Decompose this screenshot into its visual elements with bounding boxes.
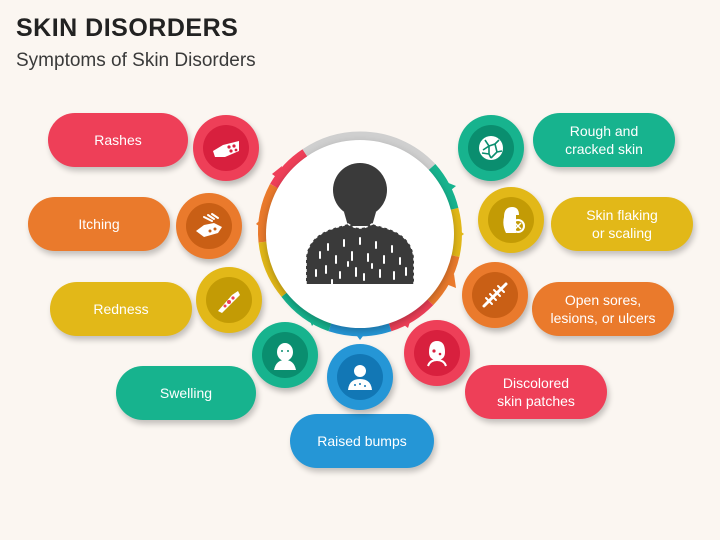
ring-pointer-teal-right bbox=[446, 182, 456, 194]
rash-hand-icon bbox=[213, 141, 239, 157]
ring-segment-gray-left bbox=[302, 131, 361, 157]
symptom-icon-circle-itching bbox=[176, 193, 242, 259]
swollen-face-icon bbox=[274, 343, 296, 370]
symptom-pill-rough-cracked-skin: Rough and cracked skin bbox=[533, 113, 675, 167]
symptom-pill-swelling: Swelling bbox=[116, 366, 256, 420]
ring-segment-yellow-left bbox=[258, 241, 289, 297]
patchy-face-icon bbox=[427, 341, 447, 367]
ring-pointer-red bbox=[272, 166, 282, 180]
symptom-pill-open-sores: Open sores, lesions, or ulcers bbox=[532, 282, 674, 336]
ring-segment-blue bbox=[328, 322, 392, 337]
ring-segment-orange bbox=[426, 254, 460, 306]
ring-pointer-teal bbox=[308, 316, 320, 326]
page-title: SKIN DISORDERS bbox=[16, 14, 239, 42]
ring-pointer-orange-right bbox=[446, 274, 456, 288]
bumps-person-icon bbox=[348, 365, 372, 390]
ring-pointer-red-right bbox=[400, 316, 412, 328]
symptom-pill-discolored-skin-patches: Discolored skin patches bbox=[465, 365, 607, 419]
symptom-icon-circle-open-sores bbox=[462, 262, 528, 328]
cracked-skin-icon bbox=[479, 136, 503, 160]
symptom-icon-circle-swelling bbox=[252, 322, 318, 388]
scratching-hand-icon bbox=[196, 213, 222, 237]
symptom-icon-circle-skin-flaking bbox=[478, 187, 544, 253]
symptom-icon-circle-rough-cracked-skin bbox=[458, 115, 524, 181]
ring-pointer-blue bbox=[354, 332, 366, 340]
red-skin-arm-icon bbox=[218, 291, 240, 313]
ring-pointer-orange bbox=[256, 216, 265, 230]
symptom-pill-redness: Redness bbox=[50, 282, 192, 336]
symptom-pill-rashes: Rashes bbox=[48, 113, 188, 167]
symptom-icon-circle-rashes bbox=[193, 115, 259, 181]
symptom-icon-circle-discolored-skin-patches bbox=[404, 320, 470, 386]
stitched-wound-icon bbox=[482, 282, 508, 308]
symptom-pill-skin-flaking: Skin flaking or scaling bbox=[551, 197, 693, 251]
symptom-icon-circle-redness bbox=[196, 267, 262, 333]
page-subtitle: Symptoms of Skin Disorders bbox=[16, 50, 256, 71]
ring-segment-gray bbox=[359, 131, 436, 171]
ring-segment-orange-left bbox=[258, 183, 279, 243]
ring-segment-teal bbox=[428, 164, 459, 211]
ring-segment-red-left bbox=[270, 149, 308, 189]
symptom-pill-itching: Itching bbox=[28, 197, 170, 251]
flaking-skin-icon bbox=[503, 207, 525, 233]
ring-pointer-yellow-right bbox=[456, 228, 464, 240]
symptom-icon-circle-raised-bumps bbox=[327, 344, 393, 410]
skin-disorder-person-icon bbox=[305, 163, 415, 285]
symptom-pill-raised-bumps: Raised bumps bbox=[290, 414, 434, 468]
ring-segment-teal-left bbox=[281, 291, 332, 332]
